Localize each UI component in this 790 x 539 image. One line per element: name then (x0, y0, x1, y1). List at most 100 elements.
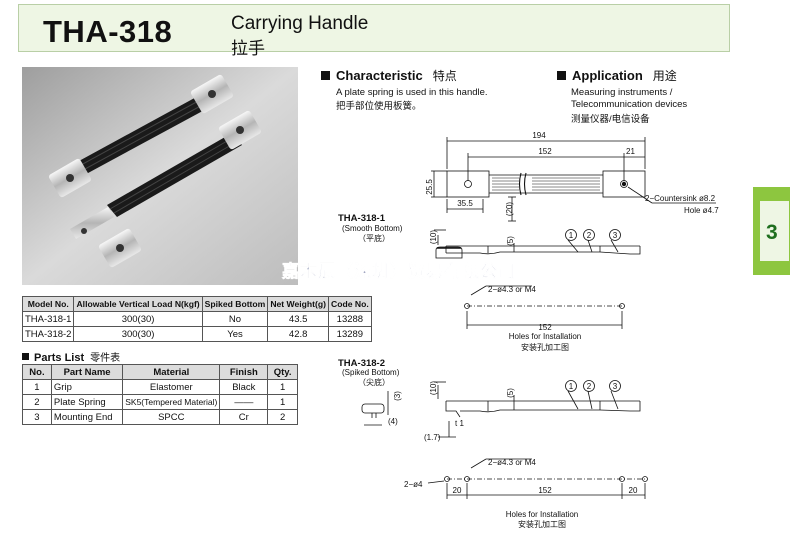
callout-3: 3 (613, 382, 618, 391)
dim-20: (20) (505, 202, 514, 217)
parts-cell: 1 (267, 394, 298, 410)
product-title-cn: 拉手 (231, 39, 265, 58)
hole-label: Hole ø4.7 (684, 206, 719, 215)
spec-cell: 300(30) (73, 326, 203, 342)
parts-cell: 1 (22, 379, 52, 395)
holes1-label: 2−ø4.3 or M4 (488, 285, 536, 294)
spec-cell: THA-318-2 (21, 326, 75, 342)
spec-table: Model No. Allowable Vertical Load N(kgf)… (21, 296, 372, 342)
square-bullet-icon (22, 353, 29, 360)
section-number: 3 (766, 221, 778, 244)
characteristic-title-cn: 特点 (432, 69, 457, 83)
application-text-cn: 测量仪器/电信设备 (571, 114, 650, 125)
view2-subtitle: (Spiked Bottom) (342, 368, 400, 377)
holes1-dim-152: 152 (538, 323, 552, 332)
parts-cell: 1 (267, 379, 298, 395)
view1-title: THA-318-1 (338, 213, 386, 224)
handle-photo-illustration (22, 67, 298, 285)
spec-cell: 42.8 (267, 326, 330, 342)
parts-header-row: No. Part Name Material Finish Qty. (22, 364, 298, 380)
view2-dim-3: (3) (393, 391, 402, 401)
view1-dim-10: (10) (429, 230, 438, 245)
characteristic-title: Characteristic (336, 68, 423, 83)
spec-cell: Yes (201, 326, 269, 342)
holes2-caption: Holes for Installation (506, 510, 578, 519)
section-tab: 3 (753, 187, 790, 275)
characteristic-text-en: A plate spring is used in this handle. (336, 87, 488, 98)
parts-header-finish: Finish (219, 364, 269, 380)
square-bullet-icon (321, 71, 330, 80)
holes2-dim-20a: 20 (453, 486, 462, 495)
spec-header-model: Model No. (21, 296, 75, 312)
view1-subtitle-cn: （平底） (358, 233, 390, 243)
table-row: THA-318-1 300(30) No 43.5 13288 (21, 311, 372, 327)
spec-cell: No (201, 311, 269, 327)
model-number: THA-318 (43, 14, 173, 49)
holes2-dim-152: 152 (538, 486, 552, 495)
section-tab-inner: 3 (759, 200, 790, 262)
parts-list-title-cn: 零件表 (90, 353, 121, 364)
dim-35-5: 35.5 (457, 199, 473, 208)
spec-cell: THA-318-1 (21, 311, 75, 327)
parts-cell: 3 (22, 409, 52, 425)
watermark-text: 嘉木辰（深圳）贸易有限公司 (282, 262, 516, 282)
hole-left (464, 180, 472, 188)
view2-dim-1-7: (1.7) (424, 433, 441, 442)
view2-subtitle-cn: （尖底） (358, 377, 390, 387)
callout-2: 2 (587, 382, 592, 391)
parts-header-material: Material (122, 364, 221, 380)
characteristic-heading: Characteristic 特点 (321, 67, 457, 84)
spec-cell: 13289 (328, 326, 372, 342)
spec-header-spiked: Spiked Bottom (201, 296, 269, 312)
parts-cell: Mounting End (50, 409, 124, 425)
holes1-caption-cn: 安装孔加工图 (521, 342, 569, 352)
parts-header-qty: Qty. (267, 364, 298, 380)
view1-dim-5: (5) (506, 236, 515, 246)
parts-list-title: Parts List (34, 352, 85, 364)
view2-dim-t1: t 1 (455, 419, 464, 428)
holes2-dim-20b: 20 (629, 486, 638, 495)
countersink-label: 2−Countersink ø8.2 (645, 194, 716, 203)
callout-1: 1 (569, 382, 574, 391)
characteristic-text-cn: 把手部位使用板簧。 (336, 101, 422, 112)
holes2-caption-cn: 安装孔加工图 (518, 519, 566, 529)
table-row: 1 Grip Elastomer Black 1 (22, 379, 298, 395)
application-text-en-1: Measuring instruments / (571, 87, 673, 98)
table-row: 3 Mounting End SPCC Cr 2 (22, 409, 298, 425)
parts-cell: Plate Spring (50, 394, 124, 410)
parts-cell: SK5(Tempered Material) (122, 394, 221, 410)
application-text-en-2: Telecommunication devices (571, 99, 688, 110)
parts-cell: —— (219, 394, 269, 410)
parts-cell: 2 (267, 409, 298, 425)
smooth-bottom-profile (435, 246, 463, 259)
square-bullet-icon (557, 71, 566, 80)
application-title-cn: 用途 (652, 69, 677, 83)
callout-1: 1 (569, 231, 574, 240)
spiked-bottom-profile (361, 403, 385, 414)
dim-152: 152 (538, 147, 552, 156)
parts-header-no: No. (22, 364, 52, 380)
view2-dim-5: (5) (506, 388, 515, 398)
technical-drawing: 194 152 21 25.5 35.5 (20) 2−Countersink … (338, 131, 719, 529)
title-banner: THA-318 Carrying Handle 拉手 (18, 4, 730, 58)
application-title: Application (572, 68, 643, 83)
dim-25-5: 25.5 (425, 179, 434, 195)
parts-cell: Elastomer (122, 379, 221, 395)
holes1-caption: Holes for Installation (509, 332, 581, 341)
product-title-en: Carrying Handle (231, 13, 369, 34)
parts-header-name: Part Name (50, 364, 124, 380)
callout-2: 2 (587, 231, 592, 240)
dim-total: 194 (532, 131, 546, 140)
parts-table: No. Part Name Material Finish Qty. 1 Gri… (22, 364, 298, 425)
table-row: 2 Plate Spring SK5(Tempered Material) ——… (22, 394, 298, 410)
parts-cell: 2 (22, 394, 52, 410)
parts-cell: Cr (219, 409, 269, 425)
holes2-label: 2−ø4.3 or M4 (488, 458, 536, 467)
spec-header-weight: Net Weight(g) (267, 296, 330, 312)
dim-21: 21 (626, 147, 635, 156)
spec-header-load: Allowable Vertical Load N(kgf) (73, 296, 203, 312)
product-photo (22, 67, 298, 285)
application-heading: Application 用途 (557, 67, 677, 84)
view2-title: THA-318-2 (338, 358, 385, 369)
view1-subtitle: (Smooth Bottom) (342, 224, 403, 233)
